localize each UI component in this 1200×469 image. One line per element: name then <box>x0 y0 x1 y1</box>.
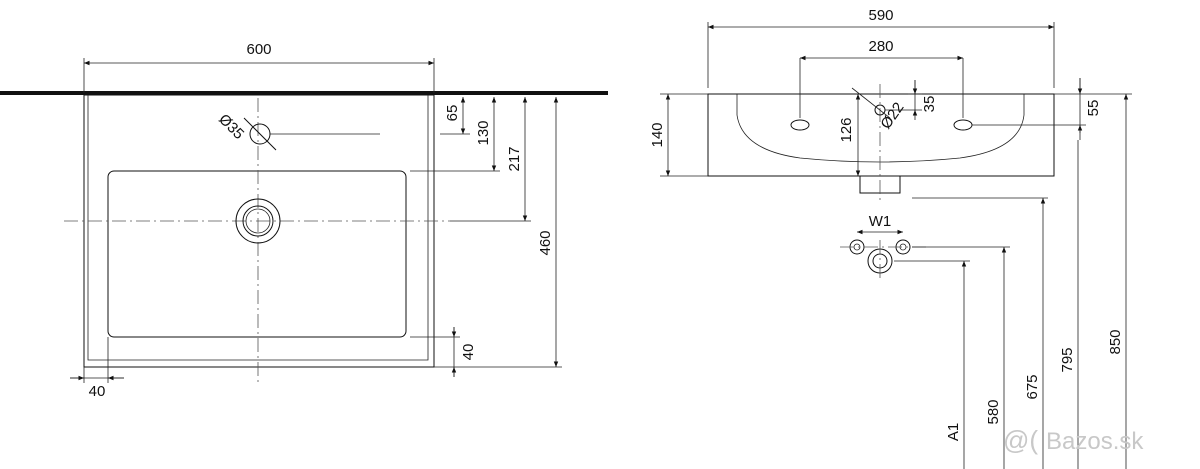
front-rim-label: 40 <box>460 344 477 361</box>
hole-spacing-label: 280 <box>868 38 893 55</box>
front-view: 590 280 140 126 Ø22 35 55 <box>649 7 1132 200</box>
watermark-icon: @( <box>1003 425 1038 455</box>
h795-label: 795 <box>1059 347 1076 372</box>
basin-front-profile <box>707 93 1055 177</box>
watermark-text: Bazos.sk <box>1046 428 1144 455</box>
dim-35-label: 35 <box>921 96 938 113</box>
drain-icon <box>235 198 281 244</box>
bowl-profile <box>736 94 1025 163</box>
installation-view: W1 A1 580 675 795 850 <box>840 94 1129 469</box>
front-width-label: 590 <box>868 7 893 24</box>
front-height-label: 140 <box>649 122 666 147</box>
tap-hole-dia-label: Ø35 <box>215 111 247 143</box>
dim-55-label: 55 <box>1085 100 1102 117</box>
h675-label: 675 <box>1024 374 1041 399</box>
a1-label: A1 <box>945 423 962 441</box>
front-tap-hole-right-icon <box>953 58 1086 131</box>
h580-label: 580 <box>985 399 1002 424</box>
w1-label: W1 <box>869 213 892 230</box>
depth-label: 460 <box>537 230 554 255</box>
front-tap-hole-left-icon <box>790 58 810 131</box>
watermark: @( Bazos.sk <box>1003 425 1144 455</box>
bowl-outline <box>107 170 407 338</box>
top-width-label: 600 <box>246 41 271 58</box>
basin-inner-rim <box>87 95 429 361</box>
dim-65-label: 65 <box>444 105 461 122</box>
dim-130-label: 130 <box>475 120 492 145</box>
basin-outline <box>83 94 435 368</box>
hole-height-label: 126 <box>838 117 855 142</box>
dim-217-label: 217 <box>506 146 523 171</box>
h850-label: 850 <box>1107 329 1124 354</box>
tap-hole-icon <box>243 117 380 151</box>
top-view: Ø35 600 65 130 217 460 40 40 <box>0 41 608 400</box>
overflow-dia-label: Ø22 <box>877 99 907 132</box>
side-rim-label: 40 <box>89 383 106 400</box>
